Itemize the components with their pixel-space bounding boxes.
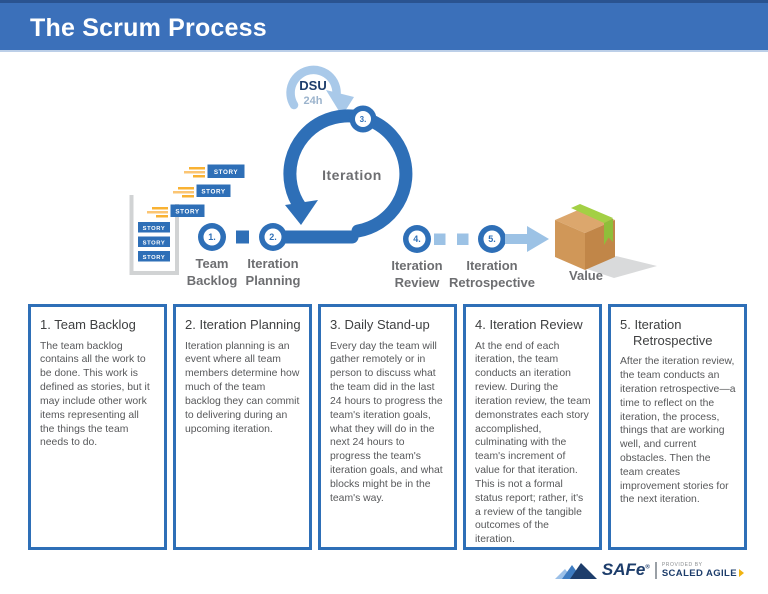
story-card-label: STORY bbox=[201, 188, 226, 195]
card-iteration-review: 4. Iteration Review At the end of each i… bbox=[463, 304, 602, 550]
card-body: The team backlog contains all the work t… bbox=[40, 340, 150, 449]
dsu-24h-label: 24h bbox=[304, 95, 323, 107]
tape-ribbon-icon bbox=[604, 218, 613, 245]
safe-brand-label: SAFe® bbox=[602, 560, 650, 580]
incoming-story-cards: STORY STORY STORY bbox=[147, 164, 245, 218]
step-node-5: 5. bbox=[478, 225, 506, 253]
step-1-number: 1. bbox=[208, 232, 216, 242]
provided-by-label: PROVIDED BY bbox=[661, 561, 703, 568]
step-node-1: 1. bbox=[198, 223, 226, 251]
step-node-4: 4. bbox=[403, 225, 431, 253]
backlog-container-icon bbox=[129, 195, 179, 275]
step-4-number: 4. bbox=[413, 234, 421, 244]
step-4-label-line2: Review bbox=[395, 275, 441, 290]
mountains-icon bbox=[554, 562, 597, 579]
card-body: Every day the team will gather remotely … bbox=[330, 340, 443, 504]
iteration-arrowhead-icon bbox=[285, 200, 318, 225]
connector-dash bbox=[457, 233, 469, 245]
backlog-story-cards: STORY STORY STORY bbox=[137, 221, 171, 263]
card-body: At the end of each iteration, the team c… bbox=[475, 340, 591, 546]
description-cards: 1. Team Backlog The team backlog contain… bbox=[28, 304, 747, 550]
value-arrow-icon bbox=[505, 226, 549, 252]
dsu-arrowhead-icon bbox=[326, 90, 354, 116]
company-text: SCALED AGILE bbox=[661, 567, 737, 579]
iteration-cycle-label: Iteration bbox=[322, 167, 382, 183]
company-label: SCALED AGILE bbox=[662, 568, 744, 579]
page-title: The Scrum Process bbox=[30, 14, 267, 42]
step-node-2: 2. bbox=[259, 223, 287, 251]
card-title: 1. Team Backlog bbox=[40, 317, 136, 332]
brand-text: SAFe bbox=[601, 560, 646, 579]
value-label: Value bbox=[569, 268, 603, 283]
step-2-label-line1: Iteration bbox=[247, 256, 298, 271]
card-body: After the iteration review, the team con… bbox=[620, 356, 736, 506]
gold-chevron-icon bbox=[739, 569, 744, 577]
card-title: 4. Iteration Review bbox=[475, 317, 583, 332]
card-title: 3. Daily Stand-up bbox=[330, 317, 430, 332]
connector-dash bbox=[236, 230, 249, 244]
card-daily-stand-up: 3. Daily Stand-up Every day the team wil… bbox=[318, 304, 457, 550]
card-title: 5. Iteration Retrospective bbox=[620, 317, 713, 348]
step-5-number: 5. bbox=[488, 234, 496, 244]
story-card-label: STORY bbox=[143, 255, 166, 261]
step-2-label-line2: Planning bbox=[246, 273, 301, 288]
story-card-label: STORY bbox=[214, 169, 239, 176]
step-1-label-line1: Team bbox=[196, 256, 229, 271]
card-team-backlog: 1. Team Backlog The team backlog contain… bbox=[28, 304, 167, 550]
tape-top-icon bbox=[571, 204, 613, 223]
dsu-loop-icon: DSU 24h bbox=[286, 65, 354, 116]
dsu-label: DSU bbox=[299, 78, 326, 93]
card-iteration-planning: 2. Iteration Planning Iteration planning… bbox=[173, 304, 312, 550]
provider-block: PROVIDED BY SCALED AGILE bbox=[662, 562, 744, 579]
step-1-label-line2: Backlog bbox=[187, 273, 238, 288]
step-5-label-line2: Retrospective bbox=[449, 275, 535, 290]
registered-mark: ® bbox=[645, 564, 650, 571]
connector-dash bbox=[434, 233, 446, 245]
card-body: Iteration planning is an event where all… bbox=[185, 340, 300, 435]
card-iteration-retrospective: 5. Iteration Retrospective After the ite… bbox=[608, 304, 747, 550]
logo-divider bbox=[654, 561, 657, 579]
iteration-cycle-icon: Iteration bbox=[266, 109, 413, 244]
story-card-label: STORY bbox=[143, 240, 166, 246]
header-banner: The Scrum Process bbox=[0, 0, 768, 52]
diagram-canvas: DSU 24h Iteration 3. STORY bbox=[129, 65, 657, 290]
safe-scaled-agile-logo: SAFe® PROVIDED BY SCALED AGILE bbox=[554, 557, 744, 583]
story-card-label: STORY bbox=[143, 226, 166, 232]
card-title: 2. Iteration Planning bbox=[185, 317, 301, 332]
step-2-number: 2. bbox=[269, 232, 277, 242]
step-3-number: 3. bbox=[360, 115, 367, 124]
step-4-label-line1: Iteration bbox=[391, 258, 442, 273]
story-card-label: STORY bbox=[175, 208, 200, 215]
value-box-icon bbox=[555, 204, 615, 270]
scrum-process-diagram: DSU 24h Iteration 3. STORY bbox=[0, 54, 768, 302]
step-5-label-line1: Iteration bbox=[466, 258, 517, 273]
step-node-3: 3. bbox=[349, 105, 377, 133]
